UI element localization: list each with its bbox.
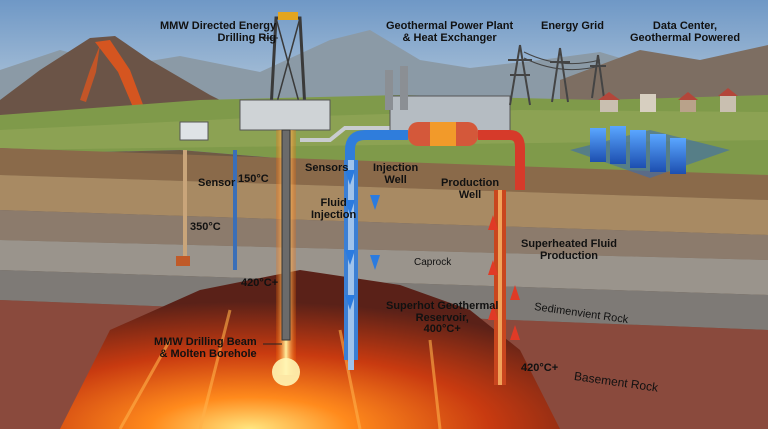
label-data-center: Data Center, Geothermal Powered [630,20,741,44]
label-sensor: Sensor [198,177,236,189]
label-superheated: Superheated Fluid Production [521,238,617,262]
label-temp-420-right: 420°C+ [521,362,559,374]
sensor-probe-left [183,150,187,262]
power-plant [385,66,511,146]
label-injection-well: Injection Well [373,162,419,186]
label-power-plant: Geothermal Power Plant & Heat Exchanger [386,20,514,44]
injection-arrows [345,170,380,310]
label-fluid-injection: Fluid Injection [311,197,357,221]
power-lines [508,44,606,106]
label-sensors: Sensors [305,162,349,174]
injection-pipe [345,130,408,170]
town [598,88,738,112]
label-temp-420-left: 420°C+ [241,277,279,289]
label-temp-350: 350°C [190,221,221,233]
beam-hotspot [272,358,300,386]
label-caprock: Caprock [414,257,452,268]
label-energy-grid: Energy Grid [541,20,604,32]
caprock-layer [0,240,768,295]
production-pipe [478,130,525,190]
production-arrows [488,215,520,340]
label-temp-150: 150°C [238,173,269,185]
sensor-probe-right [233,150,237,270]
label-rig: MMW Directed Energy Drilling Rig [160,20,277,44]
right-hills [560,45,768,110]
label-reservoir: Superhot Geothermal Reservoir, 400°C+ [386,300,499,336]
surface-piping [300,126,420,142]
label-production-well: Production Well [441,177,500,201]
data-center [570,126,730,178]
label-drilling-beam: MMW Drilling Beam & Molten Borehole [154,336,257,360]
